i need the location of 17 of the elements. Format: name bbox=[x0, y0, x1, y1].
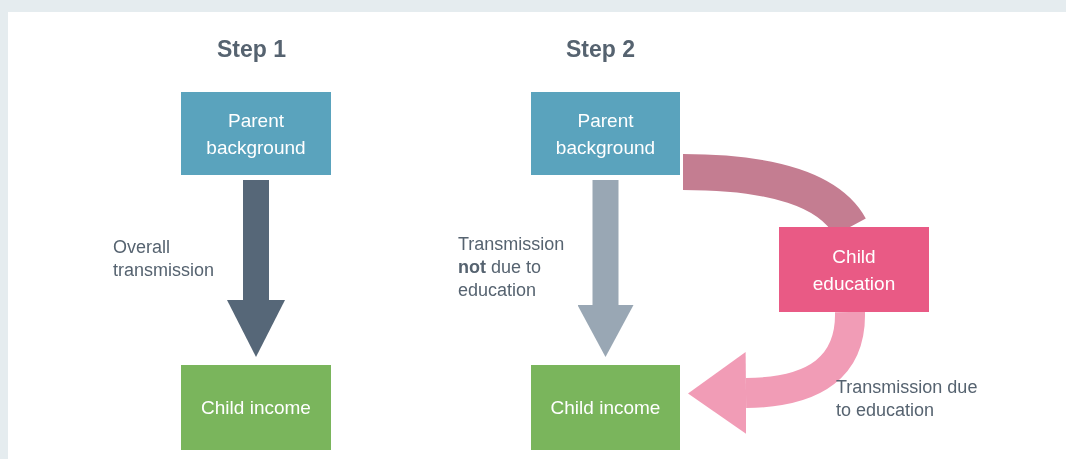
step-title: Step 1 bbox=[217, 36, 287, 63]
edge-label: Overall transmission bbox=[113, 236, 216, 282]
process-box bbox=[181, 92, 331, 175]
edge-label: Transmission not due to education bbox=[458, 233, 566, 302]
arrow bbox=[577, 180, 634, 357]
node-label: Parent background bbox=[205, 108, 307, 160]
process-box bbox=[181, 365, 331, 450]
arrow bbox=[227, 180, 285, 357]
edge-label: Transmission due to education bbox=[836, 376, 979, 422]
node-label: Child income bbox=[550, 396, 661, 420]
node-label: Child income bbox=[201, 396, 311, 420]
process-box bbox=[779, 227, 929, 312]
node-label: Parent background bbox=[554, 108, 657, 160]
step-title: Step 2 bbox=[566, 36, 636, 63]
process-box bbox=[531, 92, 680, 175]
process-box bbox=[531, 365, 680, 450]
node-label: Child education bbox=[811, 244, 897, 296]
